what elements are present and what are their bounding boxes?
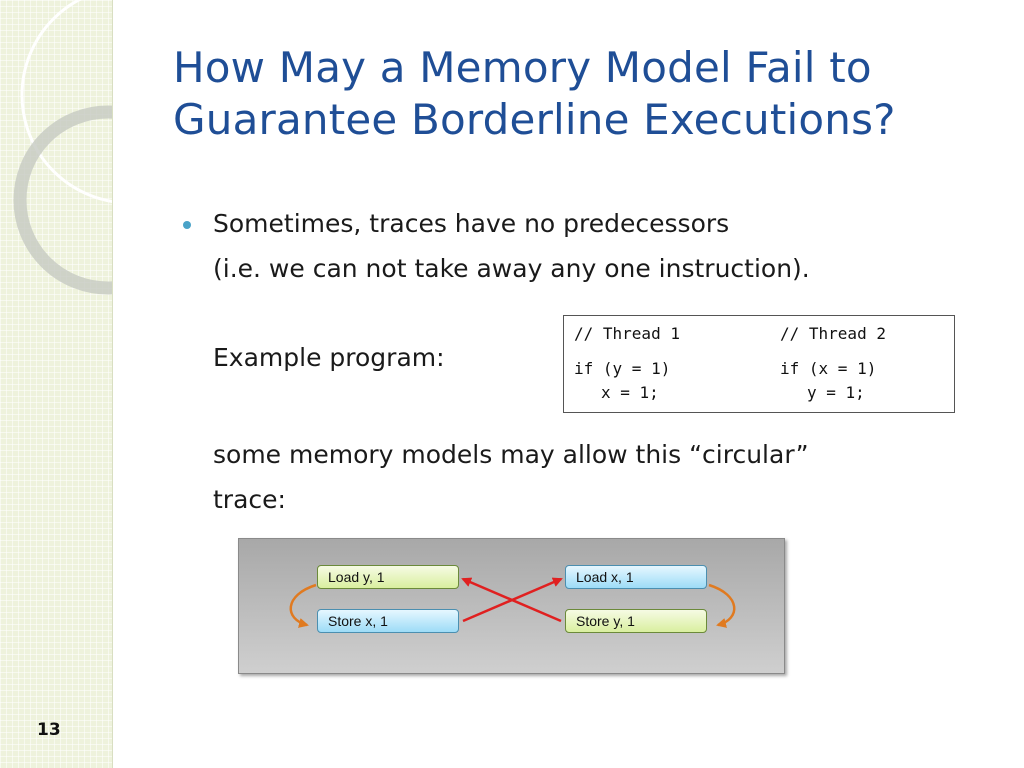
bullet-dot — [183, 221, 191, 229]
bullet-text-line-1: Sometimes, traces have no predecessors — [213, 209, 730, 238]
trace-arrows — [289, 577, 736, 628]
circular-trace-text-line-1: some memory models may allow this “circu… — [213, 440, 809, 469]
instr-store-x: Store x, 1 — [317, 609, 459, 633]
instr-load-x: Load x, 1 — [565, 565, 707, 589]
slide-title: How May a Memory Model Fail to Guarantee… — [173, 42, 953, 146]
code-thread1-body: x = 1; — [601, 383, 659, 402]
code-thread1-header: // Thread 1 — [574, 324, 680, 343]
arc-thread2-program-order — [708, 583, 736, 628]
bullet-text-line-2: (i.e. we can not take away any one instr… — [213, 254, 810, 283]
arc-thread1-program-order — [289, 583, 317, 628]
slide-title-line-1: How May a Memory Model Fail to — [173, 43, 872, 92]
slide-title-line-2: Guarantee Borderline Executions? — [173, 95, 896, 144]
arrow-store-y-to-load-y — [461, 577, 562, 623]
instr-load-y: Load y, 1 — [317, 565, 459, 589]
code-thread2-header: // Thread 2 — [780, 324, 886, 343]
slide-number: 13 — [37, 720, 61, 740]
code-thread1-condition: if (y = 1) — [574, 359, 671, 378]
decorative-circles-graphic — [13, 0, 112, 295]
decorative-sidebar — [0, 0, 113, 768]
circular-trace-text-line-2: trace: — [213, 485, 286, 514]
code-thread2-body: y = 1; — [807, 383, 865, 402]
code-thread2-condition: if (x = 1) — [780, 359, 877, 378]
instr-store-y: Store y, 1 — [565, 609, 707, 633]
circular-trace-diagram: Load y, 1 Store x, 1 Load x, 1 Store y, … — [238, 538, 785, 674]
code-example-box: // Thread 1 // Thread 2 if (y = 1) if (x… — [563, 315, 955, 413]
example-program-label: Example program: — [213, 343, 445, 372]
